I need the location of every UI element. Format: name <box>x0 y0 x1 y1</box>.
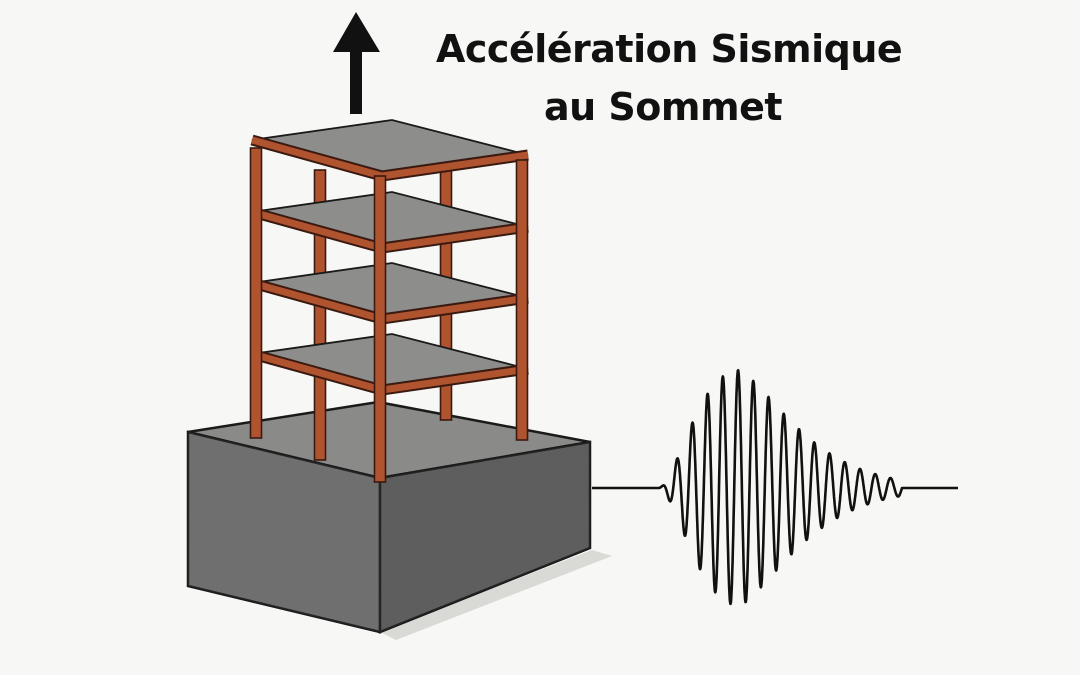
ground-shadow <box>380 550 612 640</box>
column-front-center <box>373 175 387 483</box>
foundation-texture-front <box>188 432 380 632</box>
seismic-wave-icon <box>592 369 958 606</box>
title-line-1: Accélération Sismique <box>436 27 903 71</box>
steel-frame-building <box>249 119 529 483</box>
concrete-foundation <box>186 400 592 634</box>
arrow-shaft <box>350 44 362 114</box>
arrow-head <box>333 12 380 52</box>
column-front-right <box>515 159 529 441</box>
column-front-left <box>249 147 263 439</box>
foundation-texture-side <box>380 442 590 632</box>
column-mid-left <box>313 169 327 461</box>
arrow-up-icon <box>333 12 380 114</box>
title-line-2: au Sommet <box>544 85 783 129</box>
